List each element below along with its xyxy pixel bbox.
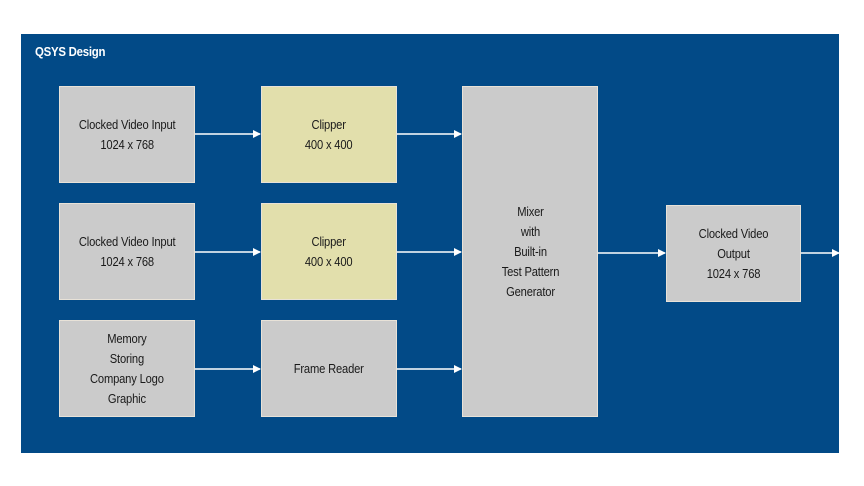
block-label: Memory Storing Company Logo Graphic [90,330,164,406]
diagram-title: QSYS Design [35,44,106,59]
block-label: Clocked Video Input 1024 x 768 [78,233,176,269]
clocked-video-input-2-block: Clocked Video Input 1024 x 768 [59,203,195,300]
block-label: Frame Reader [293,360,365,376]
block-label: Clocked Video Output 1024 x 768 [698,225,769,281]
block-label: Clocked Video Input 1024 x 768 [78,116,176,152]
clocked-video-input-1-block: Clocked Video Input 1024 x 768 [59,86,195,183]
clocked-video-output-block: Clocked Video Output 1024 x 768 [666,205,801,302]
mixer-block: Mixer with Built-in Test Pattern Generat… [462,86,598,417]
block-label: Clipper 400 x 400 [305,116,353,152]
memory-logo-block: Memory Storing Company Logo Graphic [59,320,195,417]
block-label: Mixer with Built-in Test Pattern Generat… [501,203,559,299]
block-label: Clipper 400 x 400 [305,233,353,269]
clipper-1-block: Clipper 400 x 400 [261,86,397,183]
clipper-2-block: Clipper 400 x 400 [261,203,397,300]
frame-reader-block: Frame Reader [261,320,397,417]
